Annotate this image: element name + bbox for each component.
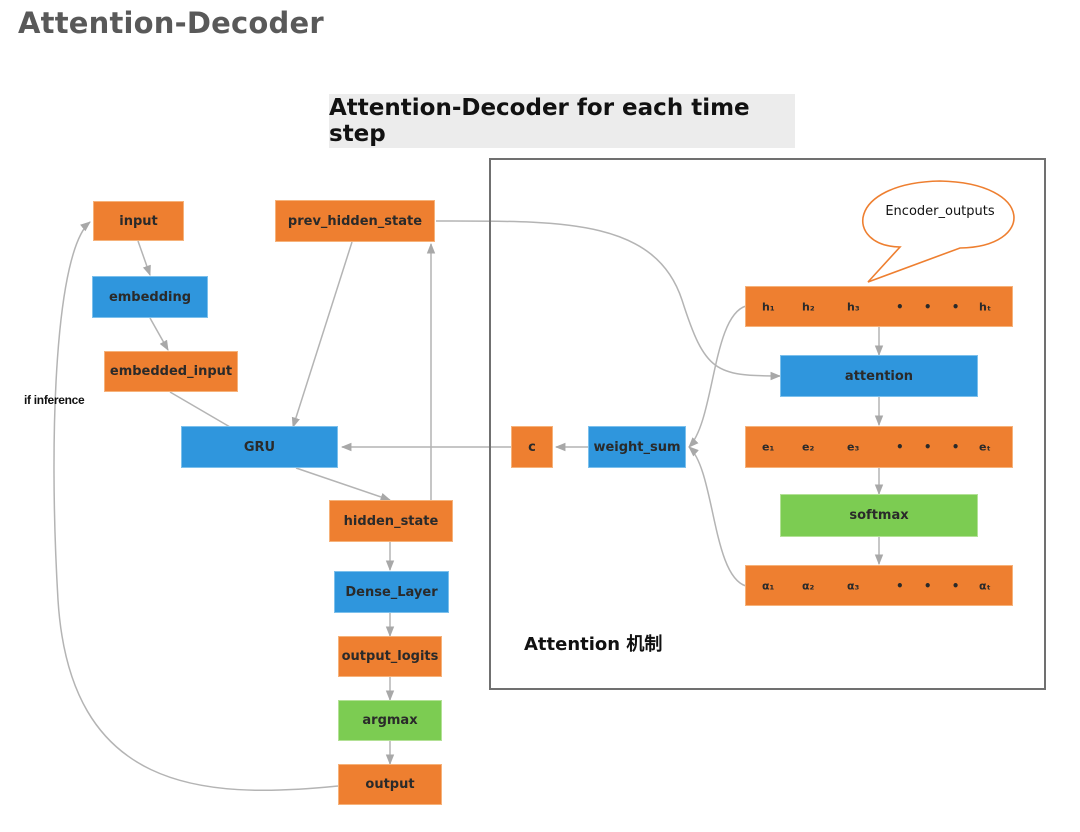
input-node: input	[93, 201, 184, 241]
vector-e-1: e₁	[762, 440, 775, 454]
output-logits-node: output_logits	[338, 636, 442, 677]
gru-node: GRU	[181, 426, 338, 468]
arrow-input-embedding	[137, 240, 151, 276]
arrow-gru-hidden-state	[295, 467, 391, 501]
vector-h-1: h₁	[762, 300, 775, 313]
vector-h-t: hₜ	[979, 300, 992, 313]
vector-alpha-2: α₂	[802, 579, 815, 592]
vector-h-ellipsis: • • •	[896, 299, 968, 314]
page-title: Attention-Decoder	[18, 6, 324, 40]
vector-h-3: h₃	[847, 300, 860, 313]
context-vector-node: c	[511, 426, 553, 468]
arrow-alpha-weightsum	[688, 446, 747, 587]
vector-e-ellipsis: • • •	[896, 440, 968, 454]
softmax-node: softmax	[780, 494, 978, 537]
vector-e-3: e₃	[847, 440, 860, 454]
arrow-prev-hidden-attention	[435, 220, 782, 381]
vector-e-2: e₂	[802, 440, 815, 454]
attention-weights-vector: α₁ α₂ α₃ • • • αₜ	[745, 565, 1013, 606]
hidden-state-node: hidden_state	[329, 500, 453, 542]
dense-layer-node: Dense_Layer	[334, 571, 449, 613]
vector-e-t: eₜ	[979, 440, 991, 454]
vector-alpha-3: α₃	[847, 579, 860, 592]
arrow-prev-hidden-gru	[291, 241, 353, 429]
diagram-subtitle: Attention-Decoder for each time step	[329, 94, 795, 148]
vector-h-2: h₂	[802, 300, 815, 313]
energy-vector: e₁ e₂ e₃ • • • eₜ	[745, 426, 1013, 468]
arrow-output-loop-input	[53, 221, 339, 792]
attention-mechanism-frame	[489, 158, 1046, 690]
vector-alpha-1: α₁	[762, 579, 775, 592]
encoder-outputs-callout-text: Encoder_outputs	[885, 204, 995, 219]
output-node: output	[338, 764, 442, 805]
vector-alpha-t: αₜ	[979, 579, 991, 592]
encoder-outputs-callout-bubble	[862, 180, 1015, 283]
prev-hidden-state-node: prev_hidden_state	[275, 200, 435, 242]
attention-mechanism-caption: Attention 机制	[524, 634, 663, 655]
arrow-embedding-embedded-input	[149, 317, 169, 351]
attention-node: attention	[780, 355, 978, 397]
arrow-embedded-input-gru	[169, 391, 231, 428]
embedded-input-node: embedded_input	[104, 351, 238, 392]
arrow-h-weightsum	[688, 305, 747, 448]
encoder-hidden-vector: h₁ h₂ h₃ • • • hₜ	[745, 286, 1013, 327]
embedding-node: embedding	[92, 276, 208, 318]
if-inference-label: if inference	[24, 393, 85, 407]
vector-alpha-ellipsis: • • •	[896, 578, 968, 593]
weight-sum-node: weight_sum	[588, 426, 686, 468]
argmax-node: argmax	[338, 700, 442, 741]
